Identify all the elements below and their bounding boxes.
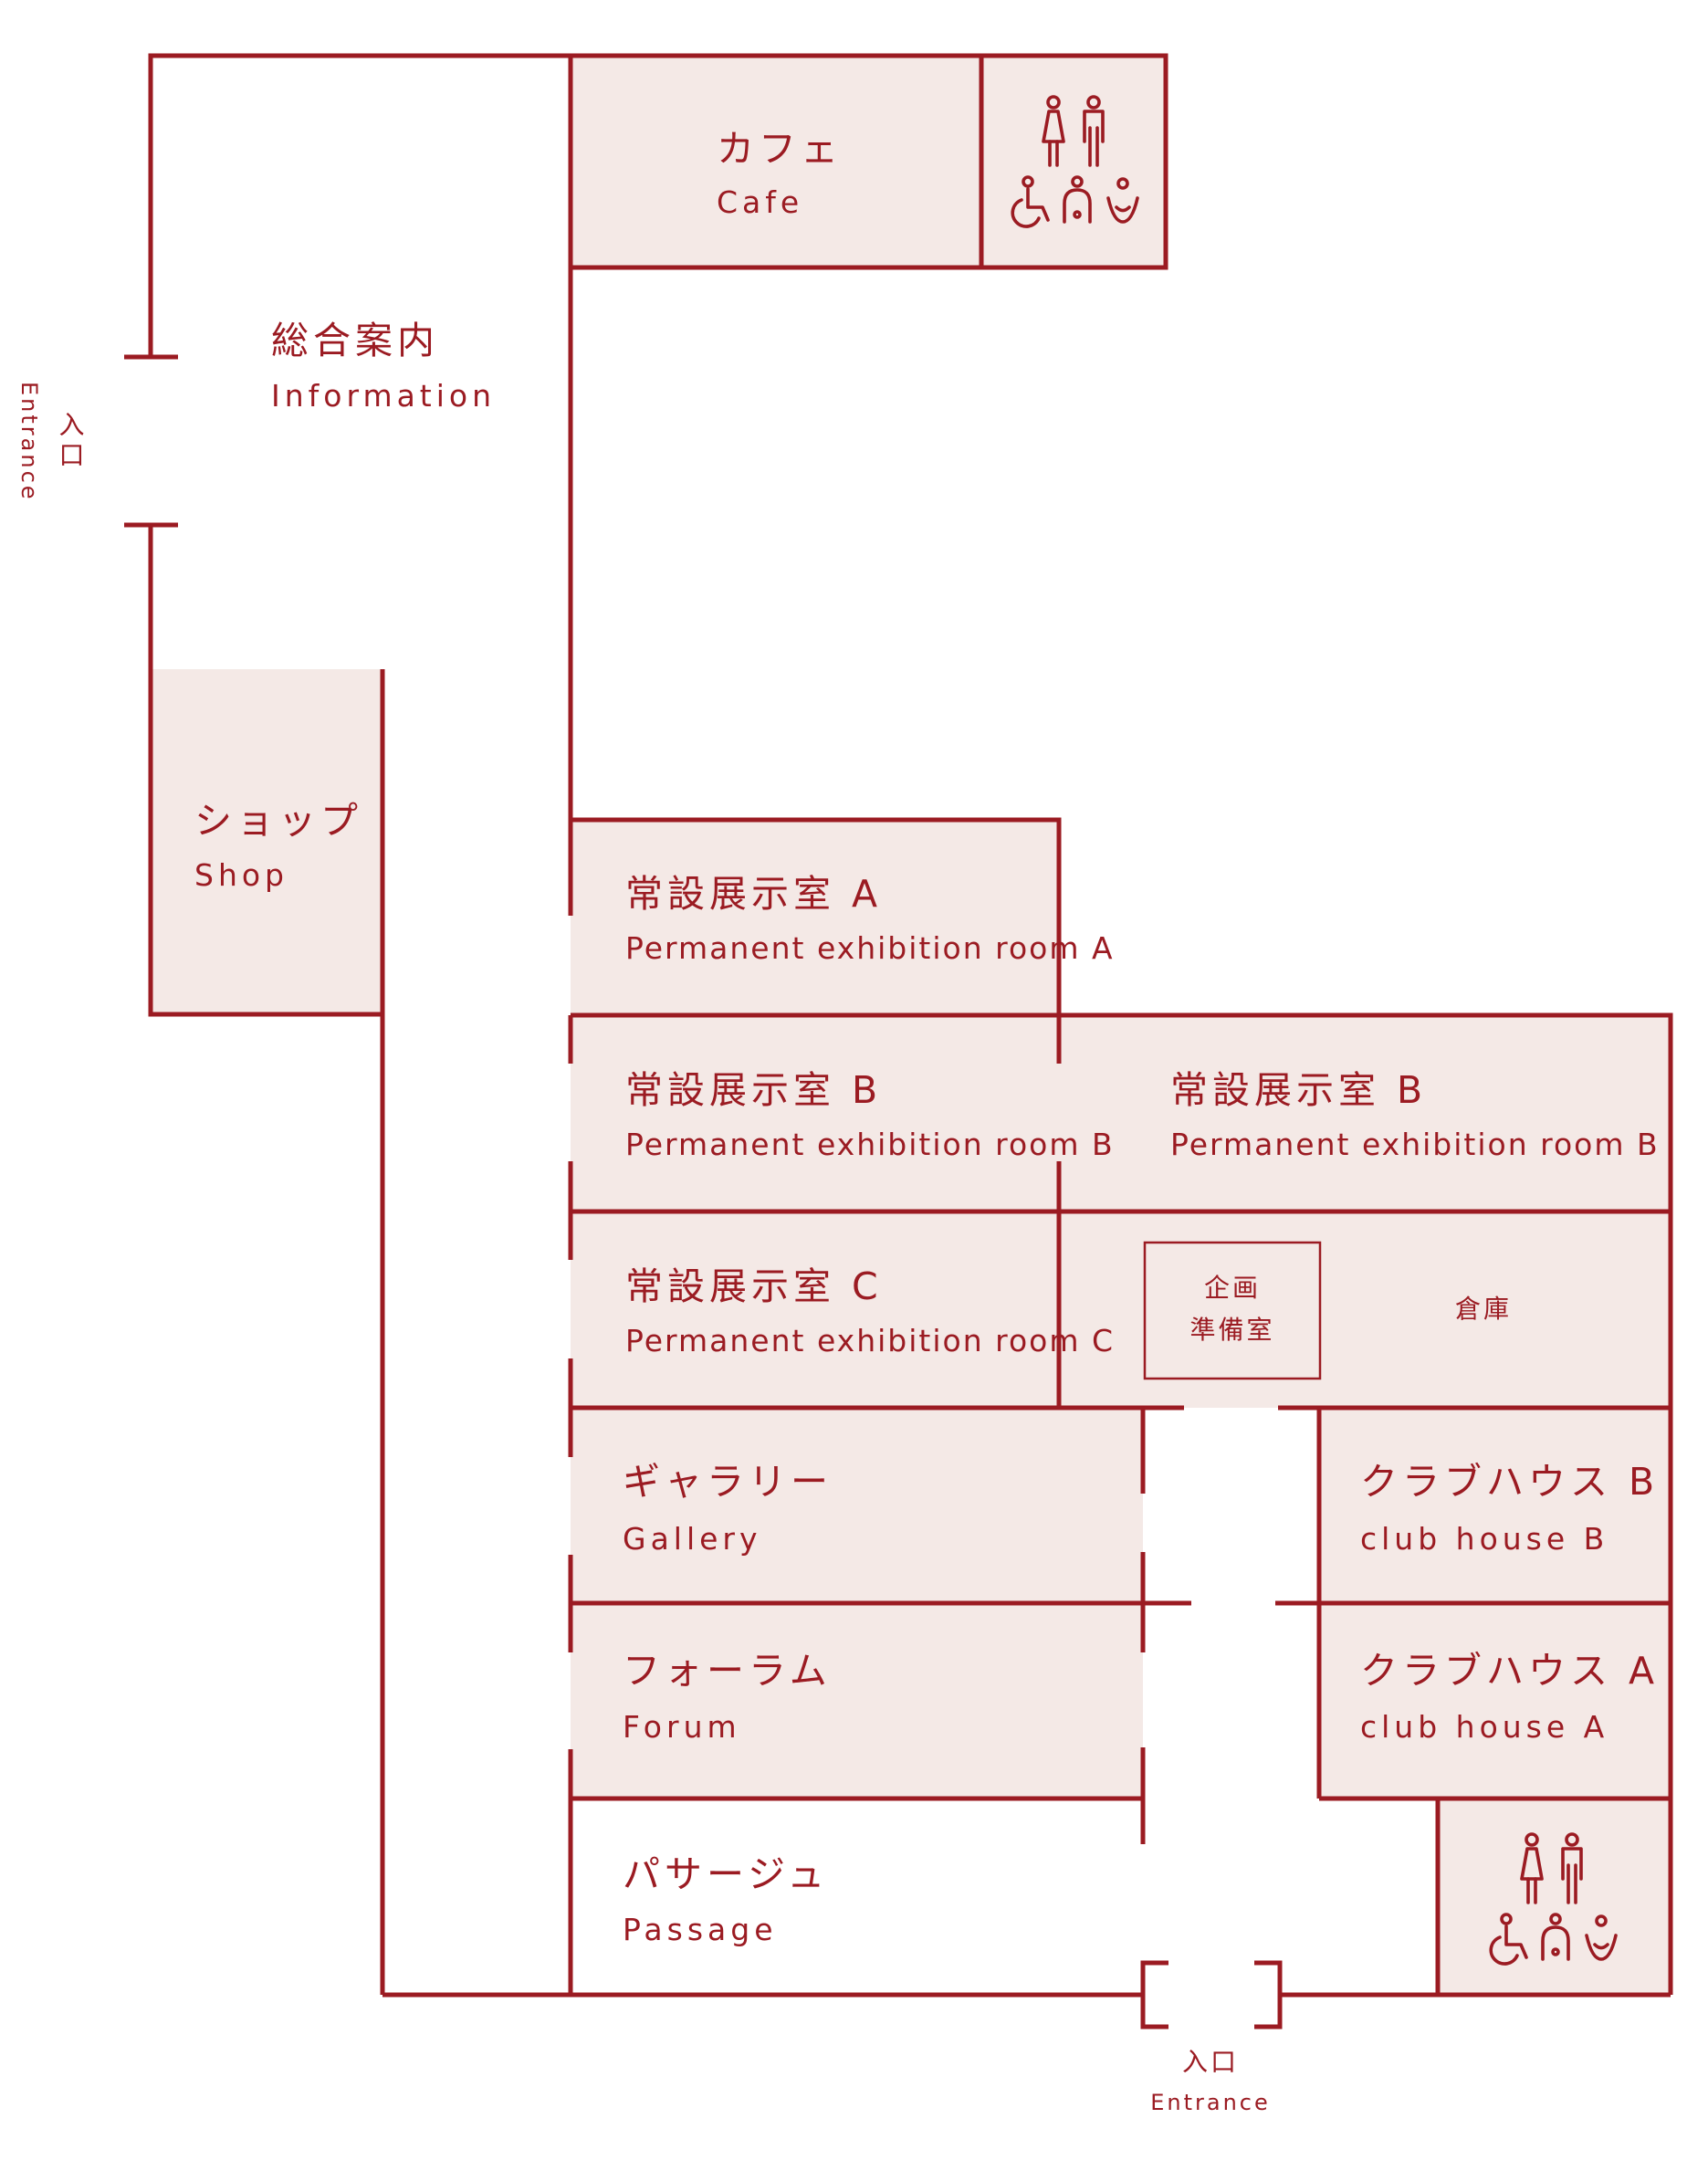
perm-b-right-label-en: Permanent exhibition room B (1170, 1127, 1660, 1162)
clubhouse-b-room[interactable] (1319, 1408, 1671, 1603)
forum-room[interactable] (571, 1603, 1143, 1799)
baby-changing-icon (1063, 175, 1092, 224)
shop-label-jp: ショップ (194, 799, 362, 843)
perm-a-label-en: Permanent exhibition room A (625, 930, 1115, 966)
restroom-north-room[interactable] (981, 56, 1166, 267)
forum-label-jp: フォーラム (623, 1649, 832, 1693)
wheelchair-accessible-icon (1011, 175, 1050, 228)
clubhouse-b-label-en: club house B (1360, 1521, 1608, 1557)
perm-b-left-room[interactable] (571, 1015, 1059, 1211)
wall-north-west (148, 53, 1168, 822)
storage-label: 倉庫 (1455, 1294, 1512, 1324)
gallery-label-en: Gallery (623, 1521, 762, 1557)
cafe-room[interactable] (571, 56, 981, 267)
perm-a-label-jp: 常設展示室 A (625, 872, 882, 916)
planning-prep-label-line1: 企画 (1204, 1273, 1261, 1303)
forum-label-en: Forum (623, 1709, 741, 1745)
clubhouse-a-label-en: club house A (1360, 1709, 1608, 1745)
entrance-west-label: 入 口 Entrance (16, 382, 87, 502)
mens-restroom-icon (1083, 95, 1105, 167)
gallery-room[interactable] (571, 1408, 1143, 1603)
entrance-south-label-en: Entrance (1150, 2090, 1271, 2115)
entrance-west-label-jp-1: 入 (58, 410, 87, 440)
cafe-label-jp: カフェ (717, 127, 843, 171)
storage-room[interactable] (1059, 1211, 1671, 1408)
perm-b-right-label-jp: 常設展示室 B (1170, 1068, 1427, 1112)
restroom-north-icons (1011, 95, 1139, 228)
ostomate-icon (1585, 1914, 1618, 1961)
information-label-en: Information (271, 378, 496, 414)
planning-prep-room-box[interactable] (1143, 1241, 1322, 1380)
perm-a-room[interactable] (571, 820, 1059, 1015)
restroom-south-icons (1489, 1832, 1618, 1966)
clubhouse-a-label-jp: クラブハウス A (1360, 1649, 1659, 1693)
shop-label-en: Shop (194, 857, 288, 893)
walls (124, 53, 1673, 2029)
wall-east (1059, 1012, 1673, 1995)
passage-label-jp: パサージュ (623, 1852, 829, 1896)
perm-b-left-label-en: Permanent exhibition room B (625, 1127, 1115, 1162)
perm-b-left-label-jp: 常設展示室 B (625, 1068, 882, 1112)
clubhouse-a-room[interactable] (1319, 1603, 1671, 1799)
clubhouse-b-label-jp: クラブハウス B (1360, 1460, 1659, 1504)
mens-restroom-icon (1561, 1832, 1583, 1904)
gallery-label-jp: ギャラリー (623, 1460, 833, 1504)
ostomate-icon (1106, 177, 1139, 224)
passage-label-en: Passage (623, 1912, 778, 1947)
entrance-south-bracket-left (1140, 1960, 1168, 2029)
entrance-west-label-jp-2: 口 (58, 440, 87, 470)
perm-c-label-jp: 常設展示室 C (625, 1264, 883, 1308)
womens-restroom-icon (1042, 95, 1065, 167)
shop-room[interactable] (151, 669, 381, 1014)
wall-west-lower (148, 525, 382, 1017)
entrance-west-label-en: Entrance (16, 382, 42, 502)
planning-prep-label-line2: 準備室 (1189, 1315, 1274, 1345)
baby-changing-icon (1541, 1913, 1570, 1961)
womens-restroom-icon (1520, 1832, 1544, 1904)
entrance-south-label-jp: 入口 (1182, 2047, 1239, 2077)
perm-c-label-en: Permanent exhibition room C (625, 1323, 1115, 1358)
perm-b-right-room[interactable] (1059, 1015, 1671, 1211)
wheelchair-accessible-icon (1489, 1913, 1528, 1966)
entrance-south-bracket-right (1254, 1960, 1283, 2029)
perm-c-room[interactable] (571, 1211, 1059, 1408)
restroom-south-room[interactable] (1438, 1799, 1671, 1995)
wall-perm-a (571, 817, 1062, 1064)
cafe-label-en: Cafe (717, 184, 803, 220)
information-label-jp: 総合案内 (271, 319, 439, 362)
